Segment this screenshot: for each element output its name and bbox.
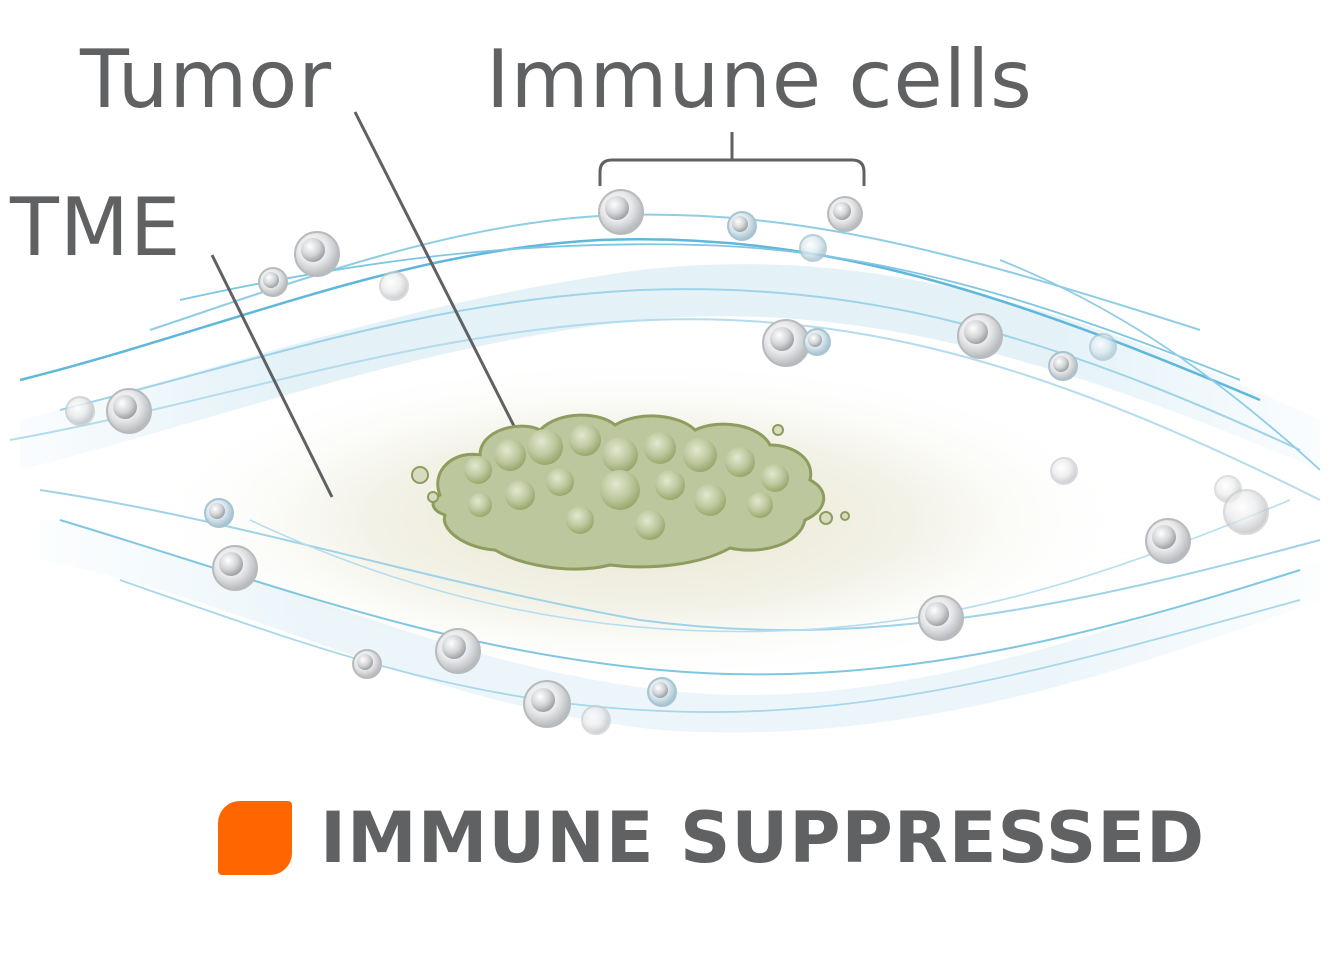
immune-cell [727, 211, 757, 241]
tme-label: TME [10, 181, 182, 274]
immune-cell [647, 677, 677, 707]
immune-cell [1223, 489, 1269, 535]
immune-cell [1089, 333, 1117, 361]
immune-cells-label: Immune cells [486, 33, 1033, 126]
immune-cell [294, 231, 340, 277]
immune-cell [827, 196, 863, 232]
immune-cell [799, 234, 827, 262]
tme-pointer-line [210, 254, 334, 498]
immune-cells-bracket [598, 132, 866, 186]
immune-cell [204, 498, 234, 528]
immune-cell [581, 705, 611, 735]
immune-cell [379, 271, 409, 301]
immune-cell [106, 388, 152, 434]
immune-cell [918, 595, 964, 641]
immune-cell [352, 649, 382, 679]
immune-cell [435, 628, 481, 674]
immune-cell [523, 680, 571, 728]
immune-cell [762, 319, 810, 367]
tumor-mass [411, 413, 850, 571]
immune-cell [212, 545, 258, 591]
immune-cell [957, 313, 1003, 359]
immune-cell [598, 189, 644, 235]
immune-cell [1048, 351, 1078, 381]
immune-cell [1050, 457, 1078, 485]
status-legend: IMMUNE SUPPRESSED [218, 797, 1206, 879]
immune-cell [65, 396, 95, 426]
immune-cell [1145, 518, 1191, 564]
immune-cell [803, 328, 831, 356]
tumor-label: Tumor [80, 33, 333, 126]
immune-cells [65, 189, 1269, 735]
status-swatch [218, 801, 292, 875]
label-pointers [210, 111, 866, 498]
status-text: IMMUNE SUPPRESSED [320, 797, 1206, 879]
immune-cell [258, 267, 288, 297]
tumor-pointer-line [353, 111, 517, 429]
